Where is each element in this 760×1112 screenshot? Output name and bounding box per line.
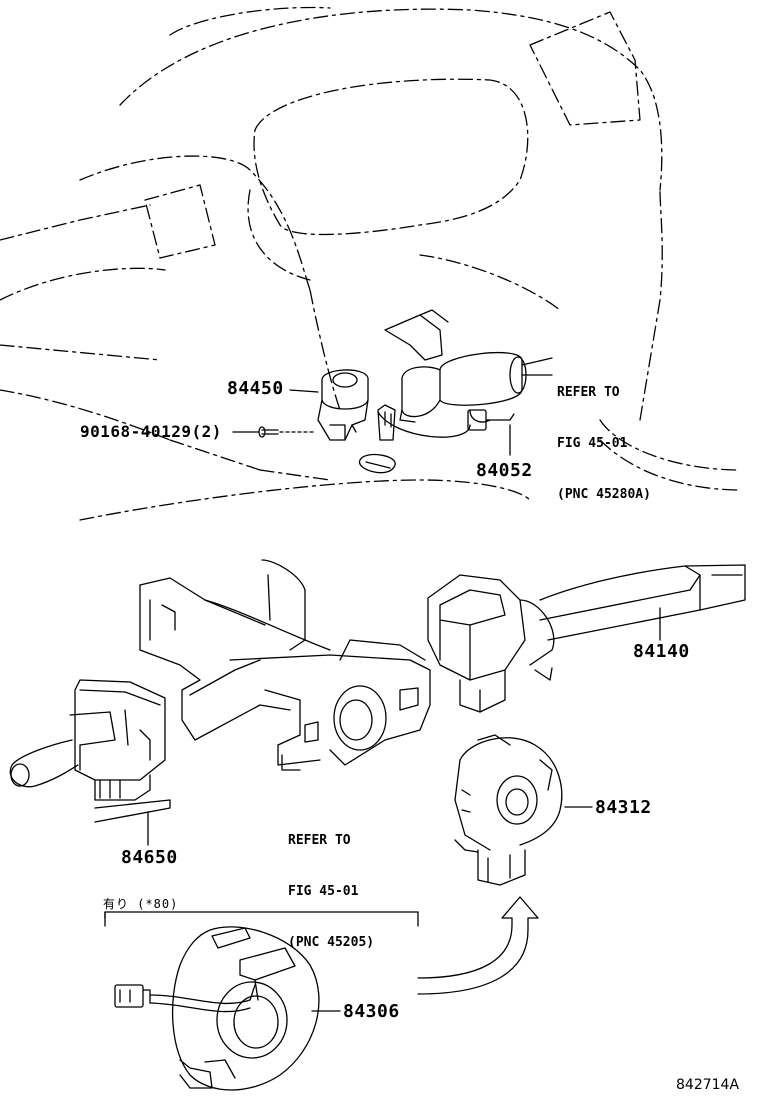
part-label-84450: 84450 [227, 378, 284, 399]
figure-code: 842714A [676, 1077, 740, 1093]
refer-mid-line3: (PNC 45205) [288, 935, 375, 950]
part-label-84650: 84650 [121, 847, 178, 868]
part-label-90168-40129: 90168-40129(2) [80, 422, 222, 441]
refer-note-mid: REFER TO FIG 45-01 (PNC 45205) [288, 798, 374, 968]
steering-column-bracket [139, 559, 431, 771]
replacement-arrow [417, 896, 539, 995]
cluster-hood [144, 11, 641, 281]
part-label-84306: 84306 [343, 1001, 400, 1022]
part-label-84052: 84052 [476, 460, 533, 481]
refer-note-top: REFER TO FIG 45-01 (PNC 45280A) [557, 350, 651, 520]
leader-refer-top [521, 357, 553, 366]
part-label-84140: 84140 [633, 641, 690, 662]
leader-84450 [289, 389, 319, 393]
unlock-warning-switch [317, 369, 369, 441]
refer-mid-line1: REFER TO [288, 833, 351, 848]
spiral-cable-84306 [114, 926, 320, 1091]
option-note: 有り (*80) [103, 897, 179, 911]
part-label-84312: 84312 [595, 797, 652, 818]
screw [258, 426, 279, 438]
ignition-switch-assembly [359, 309, 527, 474]
dashboard-outline [0, 6, 741, 521]
turn-signal-switch [427, 564, 746, 713]
refer-mid-line2: FIG 45-01 [288, 884, 359, 899]
refer-top-line3: (PNC 45280A) [557, 487, 651, 502]
spiral-cable-84312 [454, 734, 563, 886]
wiper-switch [9, 679, 171, 823]
refer-top-line2: FIG 45-01 [557, 436, 628, 451]
refer-top-line1: REFER TO [557, 385, 620, 400]
